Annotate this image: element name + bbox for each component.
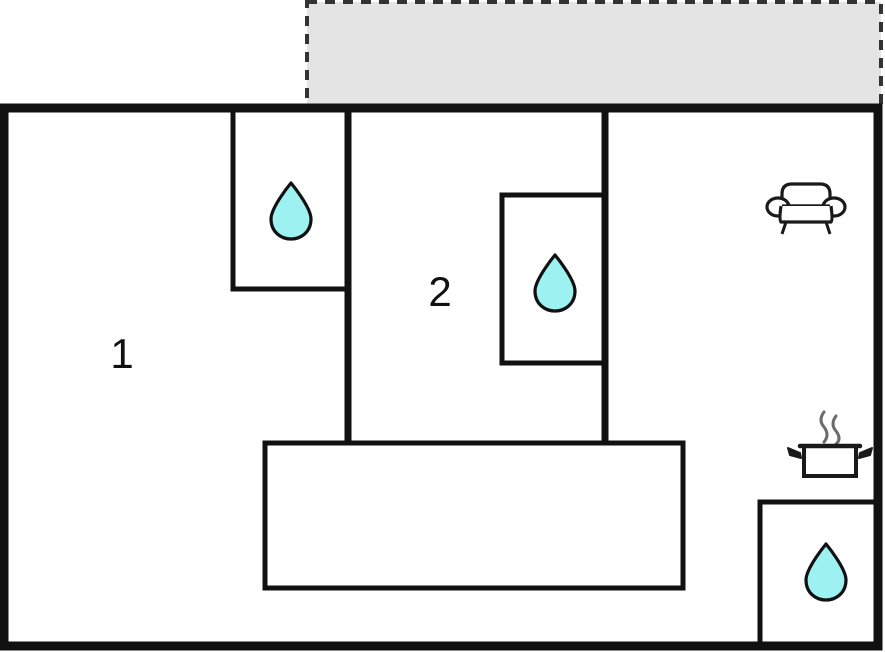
bathroom-room1 xyxy=(230,105,351,292)
terrace-dashed-area xyxy=(305,0,883,108)
building-outline xyxy=(0,103,883,651)
bathroom-room2 xyxy=(499,192,609,366)
water-drop-icons xyxy=(269,181,848,602)
room-1-label: 1 xyxy=(110,330,133,377)
bathroom-lower-right xyxy=(757,499,881,649)
hall-lower-block xyxy=(262,440,686,591)
water-drop-bathroom-lower-right xyxy=(804,542,848,602)
cooking-pot-icon xyxy=(787,410,873,478)
sofa-icon xyxy=(765,182,847,235)
room-labels: 12 xyxy=(110,268,451,377)
water-drop-bathroom-room1 xyxy=(269,181,313,241)
sub-rooms xyxy=(230,105,881,649)
room-2-label: 2 xyxy=(428,268,451,315)
water-drop-bathroom-room2 xyxy=(533,253,577,313)
